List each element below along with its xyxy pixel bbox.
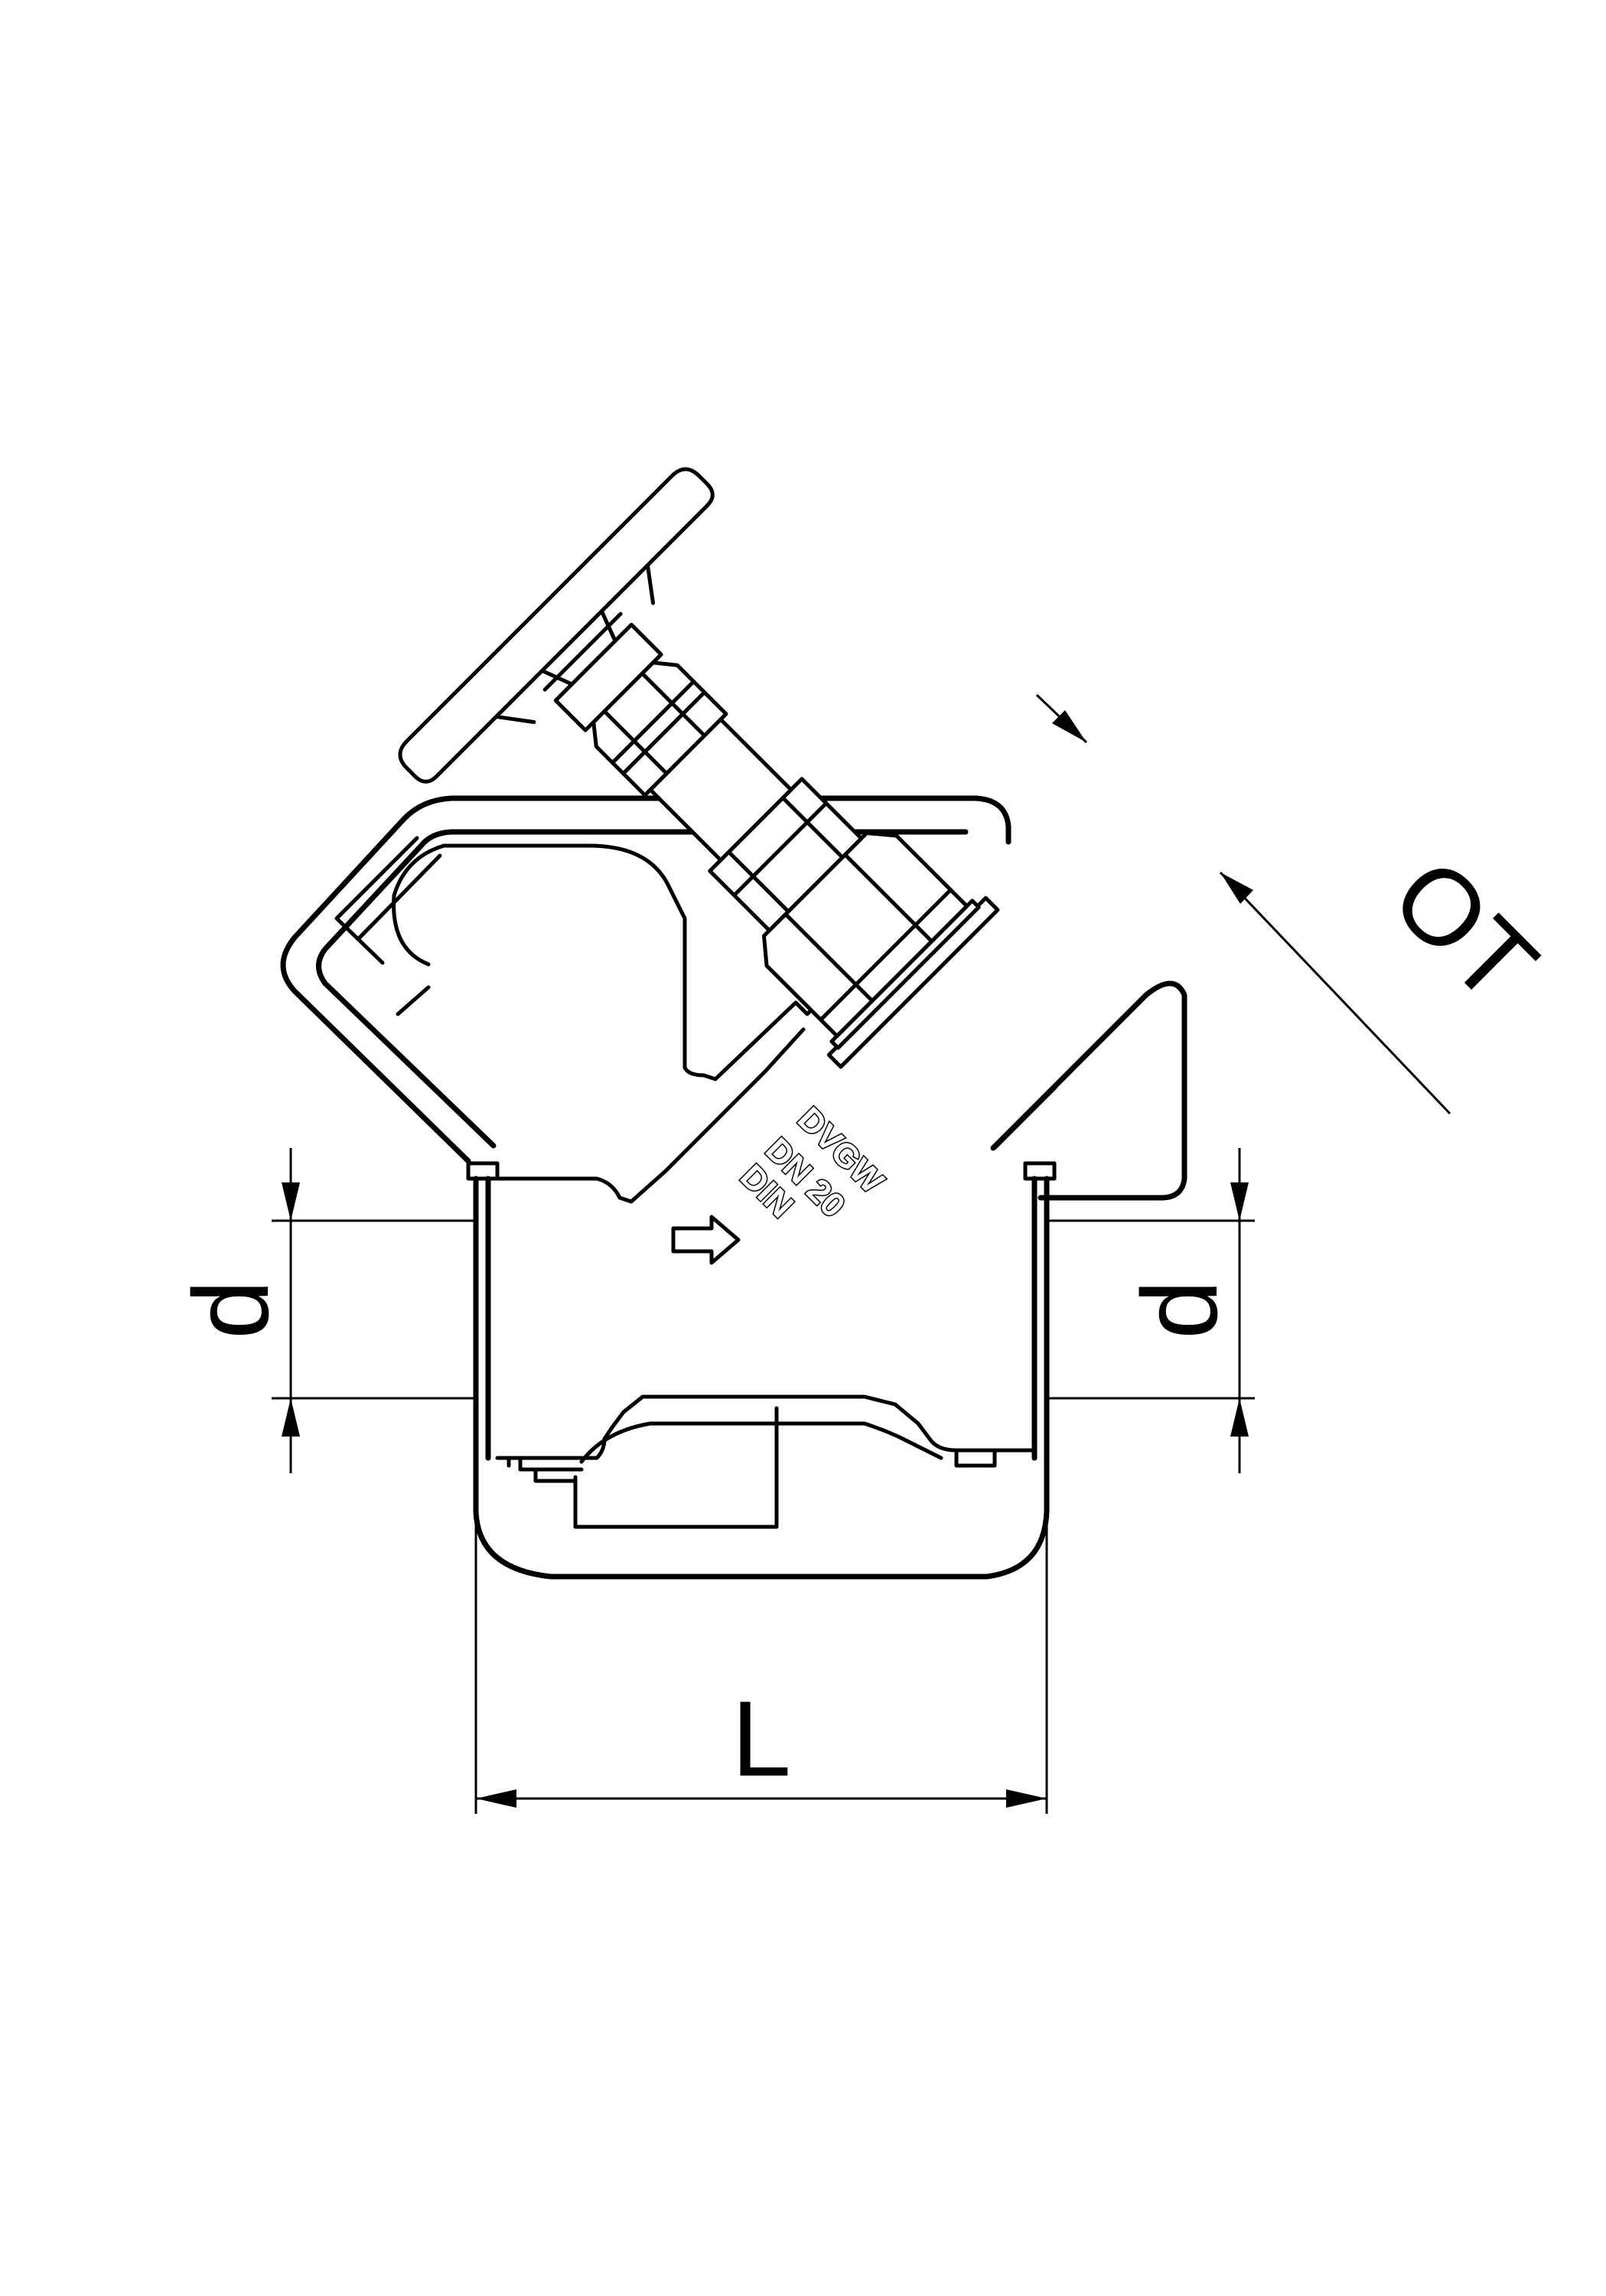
body-bottom-inner bbox=[507, 1421, 943, 1472]
dimension-label-d-right: d bbox=[1119, 1280, 1240, 1339]
hex-nut-faces bbox=[784, 853, 953, 1022]
shell-upper-outline bbox=[280, 795, 1011, 1164]
body-bottom-contour bbox=[495, 1394, 1037, 1460]
body-upper-dome bbox=[392, 843, 718, 1081]
body-bottom-step bbox=[533, 1448, 997, 1483]
body-top-contour bbox=[495, 1027, 806, 1204]
dimension-label-ot: OT bbox=[1370, 835, 1559, 1025]
packing-nut-faces bbox=[603, 672, 707, 776]
shell-lower-outline bbox=[473, 1451, 1050, 1580]
body-upper-dome-inner bbox=[334, 836, 442, 1016]
flow-direction-arrow bbox=[671, 1215, 741, 1265]
bonnet-neck-right bbox=[992, 1084, 1058, 1150]
dimension-l: L bbox=[474, 1458, 1048, 1814]
dimension-label-d-left: d bbox=[171, 1280, 291, 1339]
dimension-d-right: d bbox=[1047, 1148, 1255, 1473]
shell-upper-inner bbox=[316, 829, 969, 1149]
handwheel-hub bbox=[553, 622, 663, 732]
dimension-d-left: d bbox=[171, 1148, 476, 1473]
body-bottom-pocket bbox=[573, 1406, 779, 1529]
dimension-ot: OT bbox=[1035, 693, 1560, 1115]
insulation-shell bbox=[280, 795, 1187, 1580]
bonnet-assembly bbox=[398, 467, 1000, 1069]
shell-right-outline bbox=[990, 980, 1187, 1201]
left-end-face bbox=[473, 1176, 491, 1461]
hex-nut bbox=[761, 830, 969, 1039]
dimension-label-l: L bbox=[731, 1678, 791, 1799]
right-end-face bbox=[1031, 1176, 1050, 1461]
stem-housing-lines bbox=[727, 796, 845, 914]
right-end-cap bbox=[1023, 1161, 1057, 1181]
left-end-cap bbox=[466, 1161, 500, 1181]
handwheel-spokes bbox=[494, 563, 656, 725]
handwheel bbox=[398, 467, 715, 784]
